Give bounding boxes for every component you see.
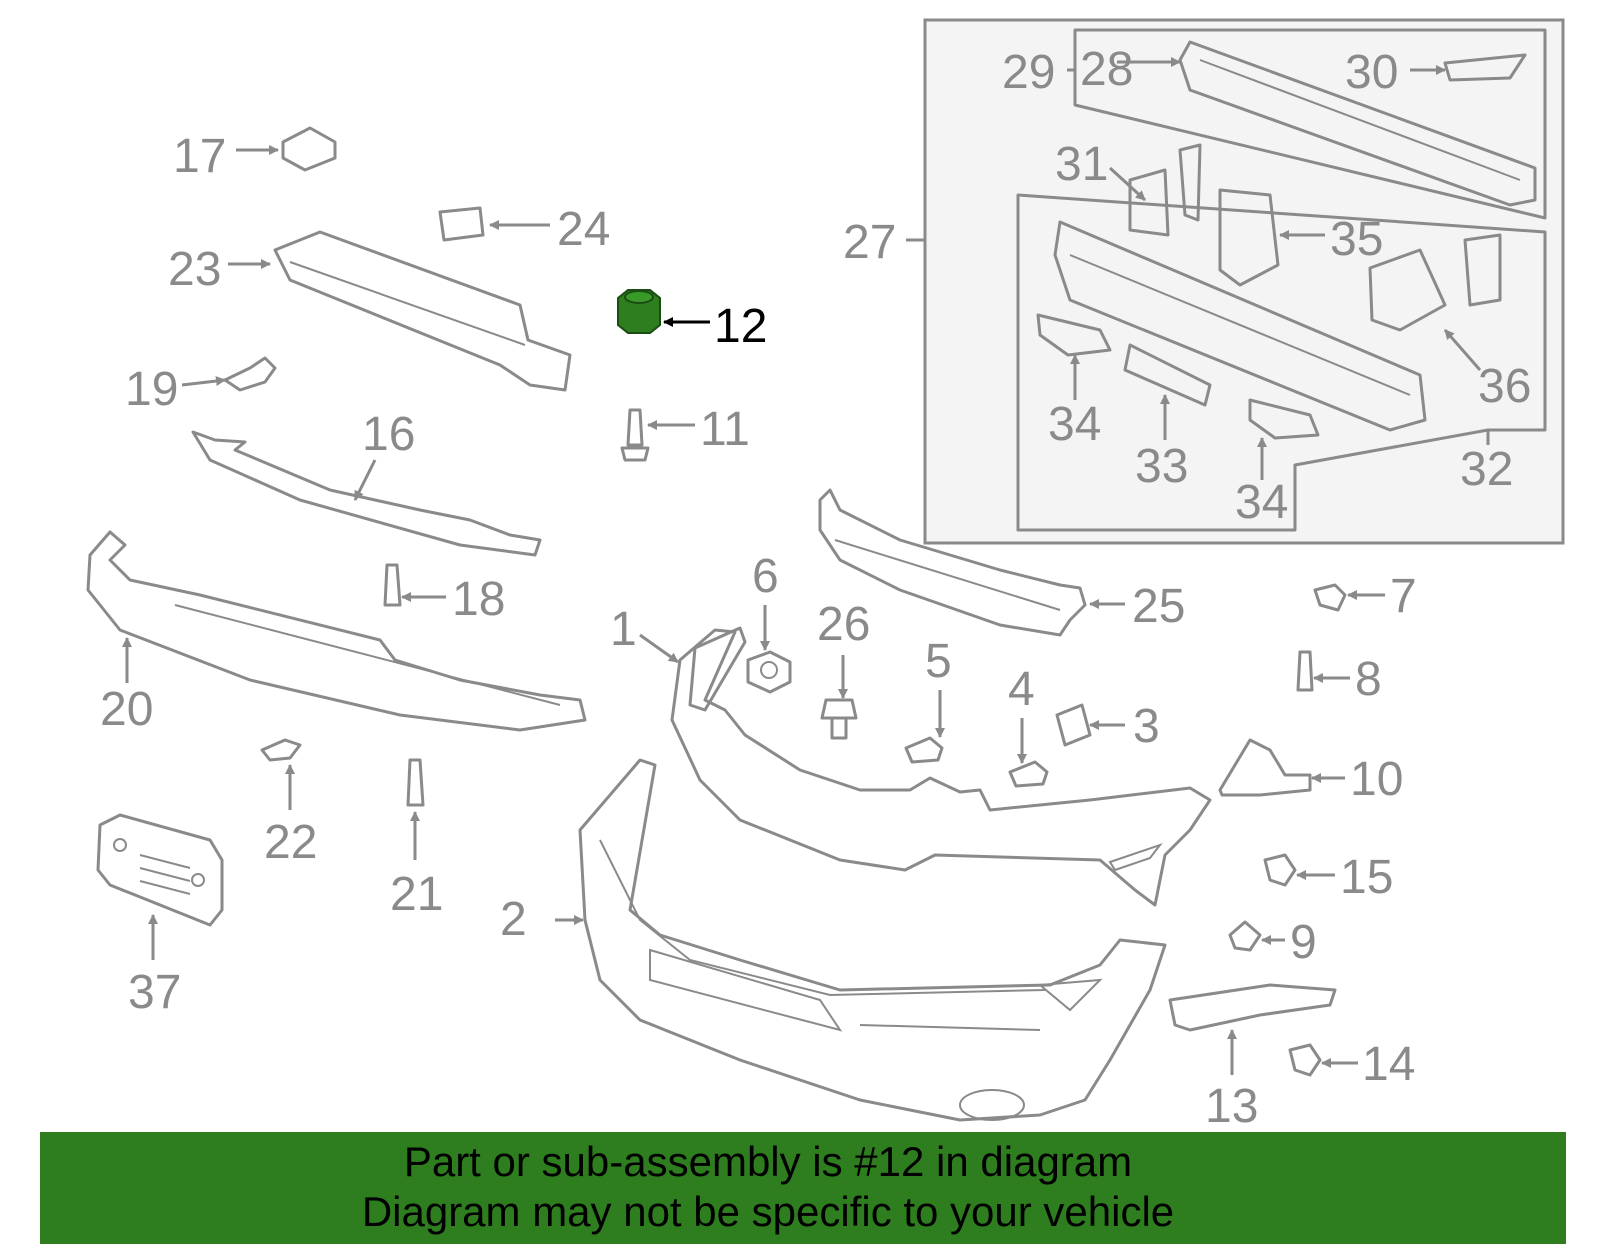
callout-9: 9 <box>1290 916 1317 969</box>
callout-19: 19 <box>125 363 178 416</box>
callout-34-left: 34 <box>1048 398 1101 451</box>
inset-assembly-box <box>923 18 1565 545</box>
pad-3 <box>1055 703 1092 747</box>
banner-part-note: Part or sub-assembly is #12 in diagram <box>403 1138 1133 1185</box>
license-bracket-37 <box>96 813 224 927</box>
callout-36: 36 <box>1478 360 1531 413</box>
bracket-34-right <box>1248 398 1320 440</box>
banner-disclaimer: Diagram may not be specific to your vehi… <box>361 1188 1175 1235</box>
plate-33 <box>1123 343 1212 407</box>
callout-18: 18 <box>452 573 505 626</box>
callout-3: 3 <box>1133 700 1160 753</box>
pin-21 <box>406 758 425 807</box>
callout-16: 16 <box>362 408 415 461</box>
callout-35: 35 <box>1330 213 1383 266</box>
push-pin-19 <box>223 356 277 392</box>
callout-22: 22 <box>264 816 317 869</box>
bracket-10 <box>1218 738 1312 797</box>
callout-14: 14 <box>1362 1038 1415 1091</box>
callout-33: 33 <box>1135 440 1188 493</box>
rivet-22 <box>260 738 302 762</box>
callout-25: 25 <box>1132 580 1185 633</box>
impact-bar-32 <box>1053 220 1427 432</box>
push-pin-9 <box>1228 920 1262 952</box>
callout-26: 26 <box>817 598 870 651</box>
center-parts <box>578 289 1212 1122</box>
info-banner: Part or sub-assembly is #12 in diagram D… <box>40 1132 1566 1244</box>
callout-12: 12 <box>714 300 767 353</box>
callout-6: 6 <box>752 550 779 603</box>
right-parts <box>1168 583 1347 1077</box>
callout-27: 27 <box>843 216 896 269</box>
callout-21: 21 <box>390 868 443 921</box>
callout-20: 20 <box>100 683 153 736</box>
bolt-7 <box>1313 583 1347 612</box>
bracket-30 <box>1443 53 1527 82</box>
callout-15: 15 <box>1340 851 1393 904</box>
bolt-15 <box>1263 853 1297 887</box>
bolt-26 <box>820 698 858 720</box>
fascia-upper-1 <box>670 628 1212 907</box>
callout-28: 28 <box>1080 43 1133 96</box>
callout-17: 17 <box>173 130 226 183</box>
callout-32: 32 <box>1460 443 1513 496</box>
callout-31: 31 <box>1055 138 1108 191</box>
bumper-cover-2 <box>578 758 1167 1122</box>
callout-23: 23 <box>168 243 221 296</box>
clip-17 <box>281 126 337 172</box>
leader-lines <box>122 57 1490 1075</box>
callout-37: 37 <box>128 966 181 1019</box>
bolt-4 <box>1008 760 1049 788</box>
callout-24: 24 <box>557 203 610 256</box>
pin-11 <box>626 408 644 447</box>
callout-13: 13 <box>1205 1080 1258 1133</box>
callout-10: 10 <box>1350 753 1403 806</box>
bolt-14 <box>1288 1043 1322 1077</box>
callout-7: 7 <box>1390 570 1417 623</box>
bolt-5 <box>904 736 944 764</box>
pin-18 <box>383 563 402 607</box>
callout-1: 1 <box>610 603 637 656</box>
absorber-23 <box>273 230 572 392</box>
pad-24 <box>438 206 485 242</box>
callout-2: 2 <box>500 893 527 946</box>
deflector-16 <box>191 430 542 557</box>
callout-8: 8 <box>1355 653 1382 706</box>
bracket-35 <box>1218 188 1280 287</box>
callout-34-right: 34 <box>1235 476 1288 529</box>
deflector-20 <box>86 530 587 732</box>
callout-11: 11 <box>700 403 750 456</box>
pin-8 <box>1296 650 1314 692</box>
callout-30: 30 <box>1345 46 1398 99</box>
bracket-31 <box>1128 168 1170 237</box>
callout-labels: 17 24 23 19 16 18 20 22 21 37 12 11 1 6 … <box>100 43 1531 1133</box>
callout-5: 5 <box>925 635 952 688</box>
bracket-34-left <box>1036 313 1112 357</box>
absorber-36 <box>1368 248 1447 332</box>
bracket-13 <box>1168 983 1337 1032</box>
callout-4: 4 <box>1008 663 1035 716</box>
left-parts <box>86 126 587 927</box>
absorber-25 <box>818 488 1087 637</box>
nut-6 <box>746 650 792 694</box>
callout-29: 29 <box>1002 46 1055 99</box>
nut-12 <box>617 289 661 334</box>
